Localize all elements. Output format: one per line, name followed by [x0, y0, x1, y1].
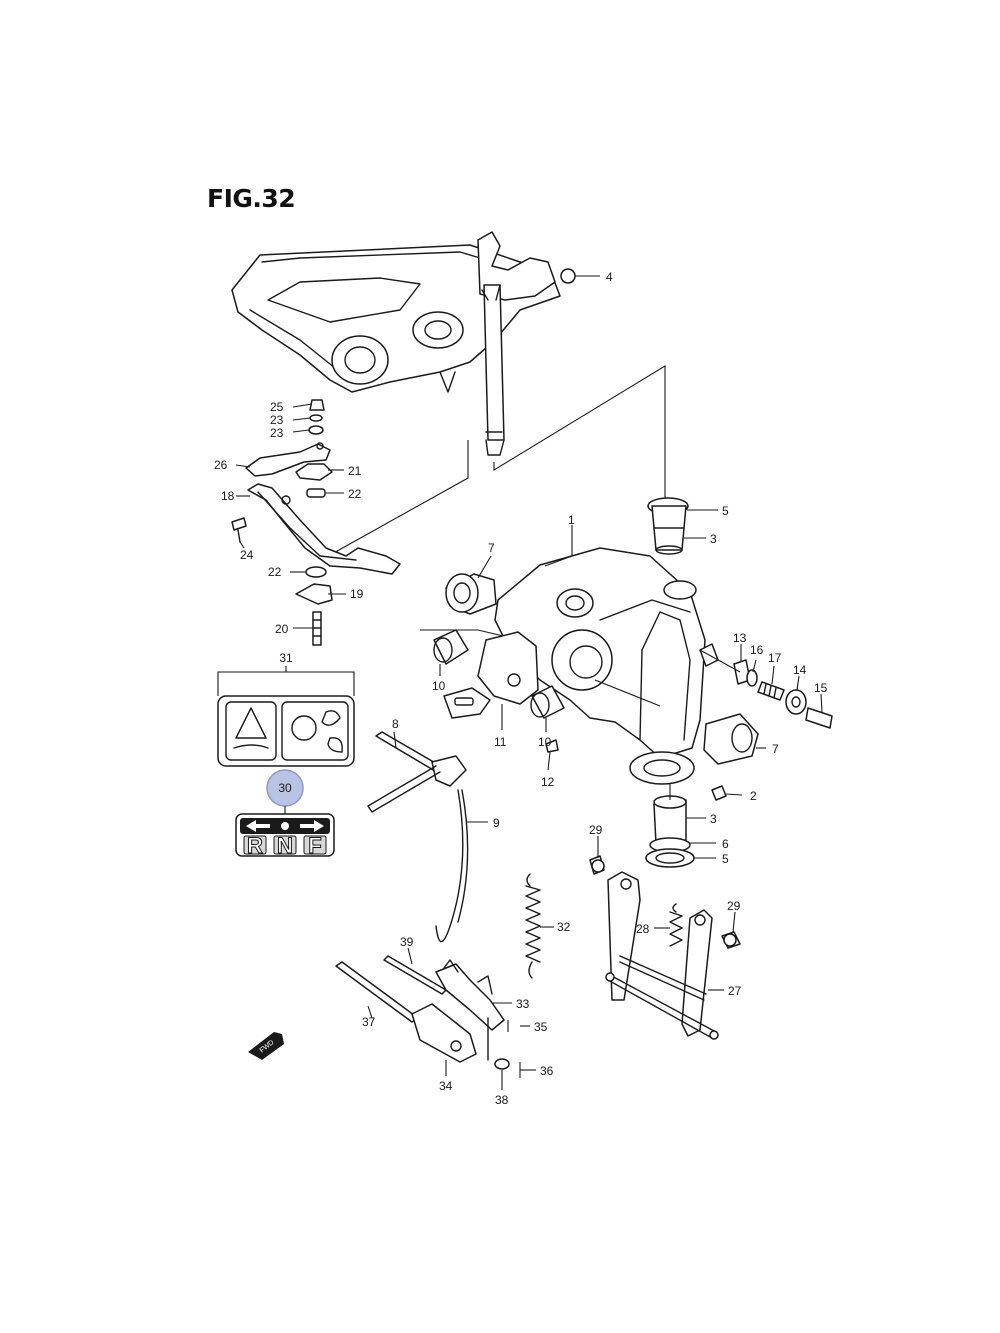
shift-rods-drawing	[367, 731, 469, 943]
callout-13[interactable]: 13	[733, 631, 747, 645]
callout-5-upper[interactable]: 5	[722, 504, 729, 518]
bushings-drawing	[433, 573, 759, 765]
callout-37[interactable]: 37	[362, 1015, 376, 1029]
callout-3-upper[interactable]: 3	[710, 532, 717, 546]
callout-29-right[interactable]: 29	[727, 899, 741, 913]
shift-linkage-drawing	[335, 955, 510, 1070]
figure-title: FIG.32	[207, 184, 296, 213]
swivel-bracket-drawing	[231, 231, 576, 456]
callout-11[interactable]: 11	[494, 735, 507, 749]
shift-label-r: R	[247, 833, 263, 858]
callout-14[interactable]: 14	[793, 663, 807, 677]
callout-10-right[interactable]: 10	[538, 735, 552, 749]
callout-35[interactable]: 35	[534, 1020, 548, 1034]
fwd-direction-badge: FWD	[248, 1032, 284, 1060]
callout-30[interactable]: 30	[278, 781, 292, 795]
callout-3-lower[interactable]: 3	[710, 812, 717, 826]
spring-32-drawing	[525, 873, 541, 979]
callout-4[interactable]: 4	[606, 270, 613, 284]
callout-31[interactable]: 31	[279, 651, 293, 665]
callout-18[interactable]: 18	[221, 489, 235, 503]
callout-33[interactable]: 33	[516, 997, 530, 1011]
callout-7-right[interactable]: 7	[772, 742, 779, 756]
callout-2[interactable]: 2	[750, 789, 757, 803]
callout-23-a[interactable]: 23	[270, 413, 284, 427]
callout-22-upper[interactable]: 22	[348, 487, 362, 501]
shift-label-f: F	[308, 833, 321, 858]
callout-5-lower[interactable]: 5	[722, 852, 729, 866]
callout-28[interactable]: 28	[636, 922, 650, 936]
lever-assembly-drawing	[589, 855, 741, 1040]
callout-21[interactable]: 21	[348, 464, 362, 478]
callout-17[interactable]: 17	[768, 651, 782, 665]
callout-16[interactable]: 16	[750, 643, 764, 657]
bush-upper-drawing	[647, 497, 689, 555]
callout-29-left[interactable]: 29	[589, 823, 603, 837]
callout-20[interactable]: 20	[275, 622, 289, 636]
callout-7-left[interactable]: 7	[488, 541, 495, 555]
callout-27[interactable]: 27	[728, 984, 742, 998]
callout-1[interactable]: 1	[568, 513, 575, 527]
callout-8[interactable]: 8	[392, 717, 399, 731]
decal-31-drawing	[217, 695, 355, 767]
decal-30-shift-label-drawing: R N F	[235, 769, 335, 859]
callout-39[interactable]: 39	[400, 935, 414, 949]
callout-36[interactable]: 36	[540, 1064, 554, 1078]
callout-23-b[interactable]: 23	[270, 426, 284, 440]
clamp-bracket-drawing	[494, 547, 719, 785]
callout-15[interactable]: 15	[814, 681, 828, 695]
callout-34[interactable]: 34	[439, 1079, 453, 1093]
callout-labels: 1 2 3 3 4 5 5 6 7 7 8 9 10 10 11 12 13 1…	[214, 270, 828, 1107]
callout-12[interactable]: 12	[541, 775, 555, 789]
callout-9[interactable]: 9	[493, 816, 500, 830]
callout-38[interactable]: 38	[495, 1093, 509, 1107]
callout-6[interactable]: 6	[722, 837, 729, 851]
callout-19[interactable]: 19	[350, 587, 364, 601]
callout-32[interactable]: 32	[557, 920, 571, 934]
leader-lines	[217, 275, 823, 1090]
callout-24[interactable]: 24	[240, 548, 254, 562]
callout-26[interactable]: 26	[214, 458, 228, 472]
right-side-parts-drawing	[733, 659, 833, 729]
callout-25[interactable]: 25	[270, 400, 284, 414]
callout-10-left[interactable]: 10	[432, 679, 446, 693]
shift-label-n: N	[277, 833, 293, 858]
bush-lower-drawing	[645, 795, 695, 868]
callout-22-lower[interactable]: 22	[268, 565, 282, 579]
left-small-parts-drawing	[231, 399, 401, 646]
part-11-12-drawing	[443, 631, 559, 753]
